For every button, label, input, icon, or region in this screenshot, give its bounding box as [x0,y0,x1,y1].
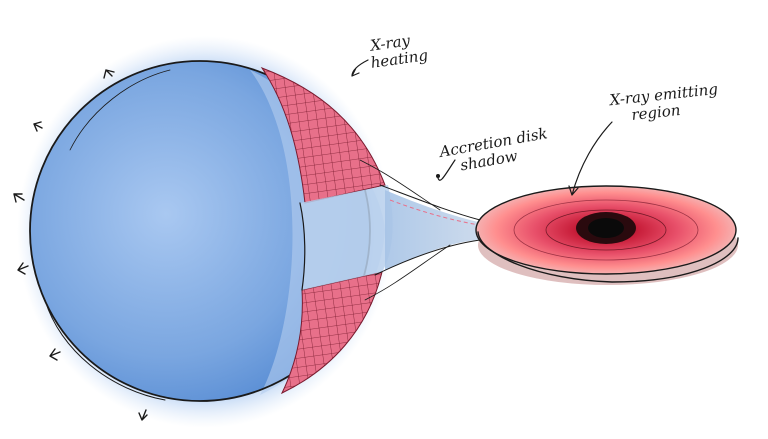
accretion-disk-shadow-band [299,185,393,291]
xray-heated-region-upper [260,66,386,204]
label-xray-heating: X-ray heating [367,29,429,72]
xray-heated-region-lower [280,271,383,395]
arrow-icon [13,69,148,421]
leader-xray-heating [351,59,369,77]
label-accretion-disk-shadow: Accretion disk shadow [436,123,556,178]
leader-xray-region [568,121,613,196]
mass-transfer-stream [359,159,486,301]
black-hole-icon [576,212,636,244]
leader-accretion-shadow [437,159,456,181]
label-xray-emitting-region: X-ray emitting region [608,79,725,126]
